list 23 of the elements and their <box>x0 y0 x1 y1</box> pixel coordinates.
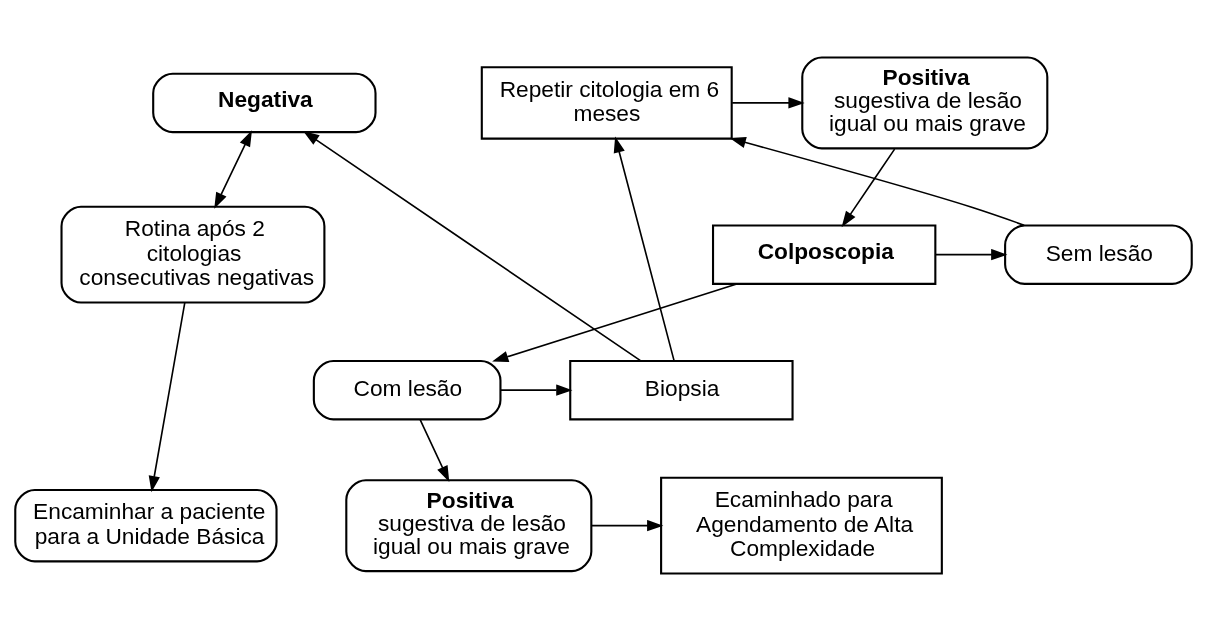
arrow <box>214 129 252 209</box>
arrow <box>419 418 450 482</box>
node-box: Encaminhar a paciente para a Unidade Básica <box>14 488 278 562</box>
arrow <box>934 248 1008 260</box>
arrow <box>729 136 1025 226</box>
node-box: Rotina após 2 citologias consecutivas negativas <box>60 205 326 304</box>
node-box: Positiva sugestiva de lesão igual ou mais grave <box>801 55 1049 149</box>
arrow <box>500 383 573 396</box>
arrow <box>148 301 186 492</box>
node-box: Repetir citologia em 6 meses <box>480 65 733 140</box>
node-box: Negativa <box>152 72 377 133</box>
node-box: Sem lesão <box>1004 223 1193 285</box>
node-box: Colposcopia <box>711 223 937 285</box>
node-box: Ecaminhado para Agendamento de Alta Complexidade <box>660 476 943 575</box>
arrow <box>303 130 642 361</box>
arrow <box>613 135 675 361</box>
node-box: Biopsia <box>569 359 794 420</box>
node-box: Positiva sugestiva de lesão igual ou mais grave <box>345 478 593 572</box>
arrow <box>841 147 896 227</box>
arrow <box>590 519 664 531</box>
node-box: Com lesão <box>312 359 502 420</box>
arrow <box>492 282 738 362</box>
arrow <box>731 96 805 109</box>
